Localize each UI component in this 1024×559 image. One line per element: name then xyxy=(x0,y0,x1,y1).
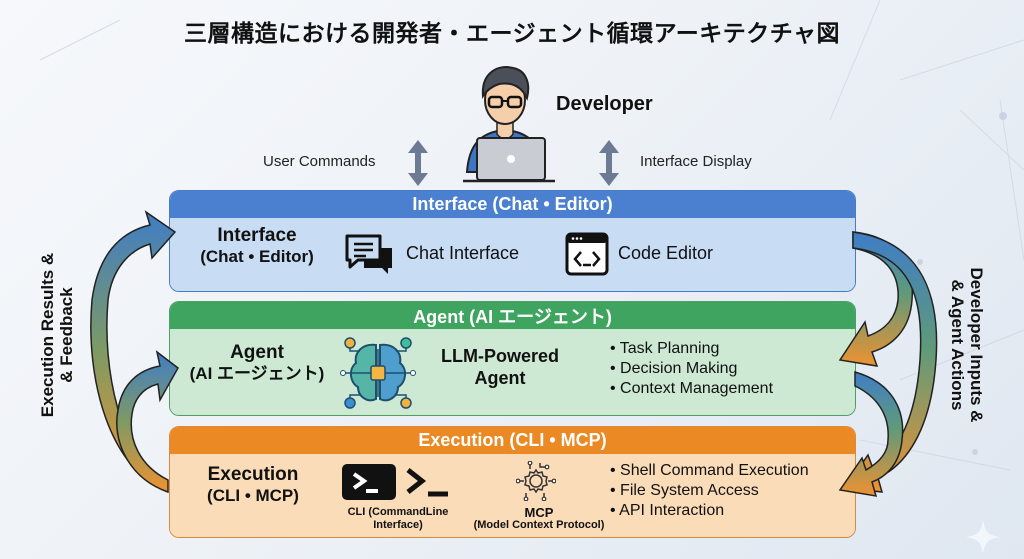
agent-layer-header: Agent (AI エージェント) xyxy=(170,302,855,329)
developer-label: Developer xyxy=(556,93,653,115)
list-item: Context Management xyxy=(610,379,773,399)
cli-caption-line2: Interface) xyxy=(373,519,423,531)
input-arrow-interface-to-execution xyxy=(843,231,938,493)
chat-bubbles-icon xyxy=(345,234,392,274)
interface-layer: Interface (Chat • Editor) Interface (Cha… xyxy=(169,190,856,292)
feedback-arrow-exec-to-interface xyxy=(90,210,177,493)
execution-name-line1: Execution xyxy=(207,464,299,485)
execution-layer-header: Execution (CLI • MCP) xyxy=(170,427,855,454)
chat-interface-label: Chat Interface xyxy=(406,243,520,263)
inputs-label-line1: Developer Inputs & xyxy=(967,267,986,423)
mcp-gear-network-icon xyxy=(516,461,556,501)
code-editor-label: Code Editor xyxy=(618,243,714,263)
command-prompt-icon xyxy=(406,468,448,497)
list-item: Shell Command Execution xyxy=(610,461,809,481)
mcp-caption-line2: (Model Context Protocol) xyxy=(473,519,605,531)
interface-display-label: Interface Display xyxy=(640,153,752,170)
interface-layer-header: Interface (Chat • Editor) xyxy=(170,191,855,218)
list-item: Decision Making xyxy=(610,359,773,379)
cli-caption: CLI (CommandLine Interface) xyxy=(338,506,458,532)
sparkle-icon xyxy=(966,520,1000,554)
agent-layer: Agent (AI エージェント) Agent (AI エージェント) LLM-… xyxy=(169,301,856,416)
execution-layer-name: Execution (CLI • MCP) xyxy=(188,464,318,506)
llm-agent-label: LLM-Powered Agent xyxy=(425,345,575,389)
llm-agent-line2: Agent xyxy=(474,368,526,388)
agent-layer-name: Agent (AI エージェント) xyxy=(182,342,332,384)
feedback-side-label: Execution Results & & Feedback xyxy=(38,240,76,430)
developer-avatar-icon xyxy=(463,66,555,183)
cli-caption-line1: CLI (CommandLine xyxy=(347,506,449,518)
execution-name-line2: (CLI • MCP) xyxy=(207,486,299,505)
terminal-icon xyxy=(342,464,396,500)
feedback-label-line2: & Feedback xyxy=(57,287,76,383)
llm-agent-line1: LLM-Powered xyxy=(440,346,559,366)
code-editor-icon xyxy=(565,232,609,276)
list-item: API Interaction xyxy=(610,501,809,521)
diagram-title: 三層構造における開発者・エージェント循環アーキテクチャ図 xyxy=(184,21,840,47)
inputs-label-line2: & Agent Actions xyxy=(948,279,967,411)
interface-layer-name: Interface (Chat • Editor) xyxy=(192,225,322,267)
list-item: Task Planning xyxy=(610,339,773,359)
agent-name-line2: (AI エージェント) xyxy=(189,364,325,383)
interface-name-line1: Interface xyxy=(217,225,297,246)
bidirectional-arrow-icon xyxy=(599,140,619,186)
agent-capabilities-list: Task Planning Decision Making Context Ma… xyxy=(610,339,773,399)
feedback-label-line1: Execution Results & xyxy=(38,252,57,418)
agent-name-line1: Agent xyxy=(230,342,284,363)
interface-name-line2: (Chat • Editor) xyxy=(200,247,314,266)
bidirectional-arrow-icon xyxy=(408,140,428,186)
inputs-side-label: Developer Inputs & & Agent Actions xyxy=(948,250,986,440)
user-commands-label: User Commands xyxy=(263,153,376,170)
ai-brain-icon xyxy=(340,337,416,409)
execution-capabilities-list: Shell Command Execution File System Acce… xyxy=(610,461,809,521)
mcp-caption: MCP (Model Context Protocol) xyxy=(466,506,612,532)
mcp-caption-line1: MCP xyxy=(524,505,554,520)
execution-layer: Execution (CLI • MCP) Execution (CLI • M… xyxy=(169,426,856,538)
list-item: File System Access xyxy=(610,481,809,501)
